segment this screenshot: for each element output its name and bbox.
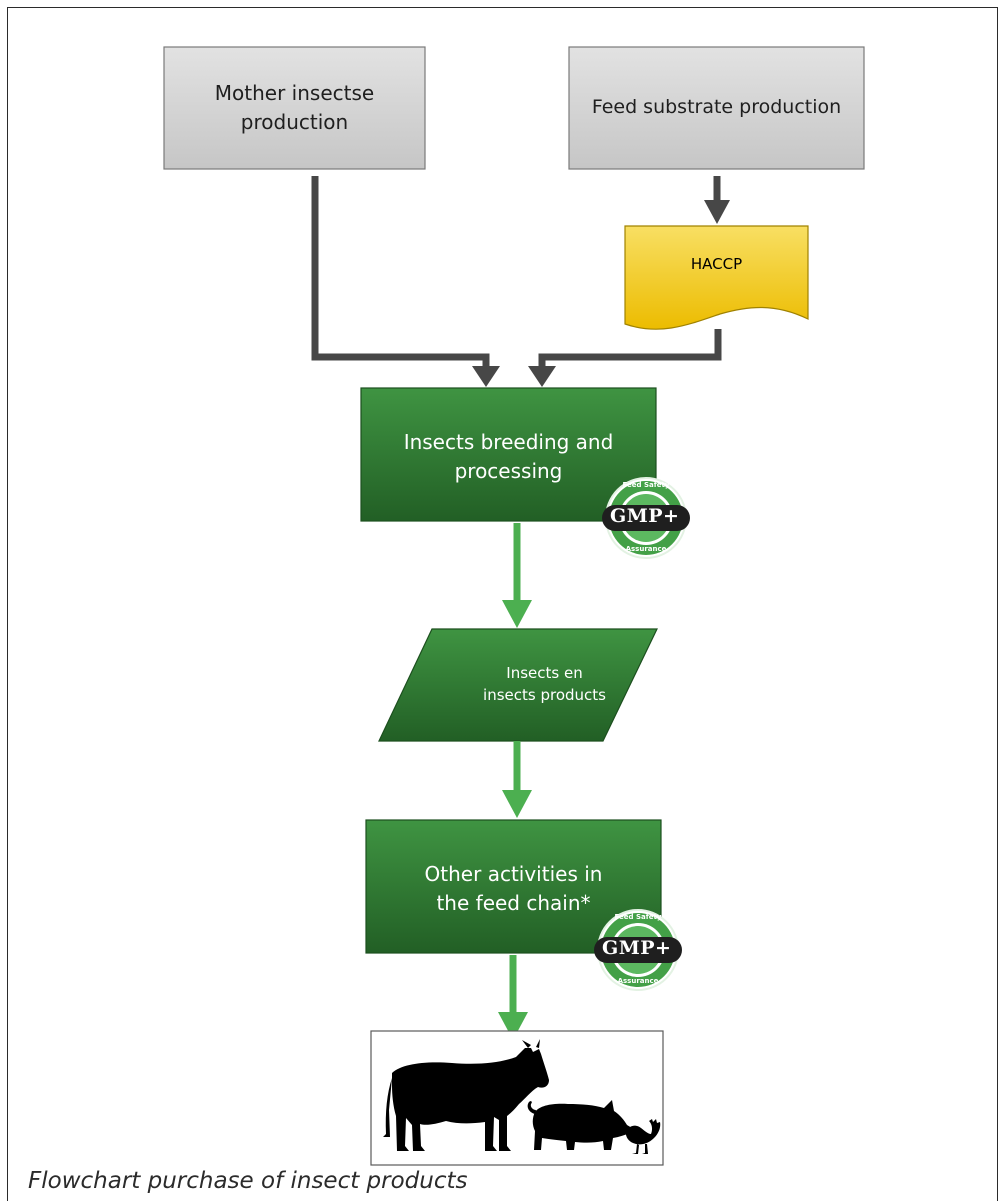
gmp-ring-bottom-breeding: Assurance: [625, 545, 667, 553]
figure-frame: [7, 7, 998, 1201]
arrowhead-mother-to-breeding: [472, 366, 500, 387]
arrowhead-products-to-other: [502, 790, 532, 818]
livestock-illustration: [383, 1039, 661, 1154]
pig-icon: [527, 1100, 632, 1150]
other-activities-label: Other activities in the feed chain*: [424, 862, 603, 915]
figure-caption: Flowchart purchase of insect products: [28, 1168, 468, 1194]
arrowhead-other-to-animals: [498, 1012, 528, 1040]
haccp-document-shape: [624, 225, 809, 330]
insect-products-label: Insects en insects products: [483, 664, 606, 704]
connector-mother-to-breeding: [311, 176, 490, 370]
mother-insects-box: [163, 46, 426, 170]
gmp-ring-bottom-other: Assurance: [617, 977, 659, 985]
gmp-badge-breeding: [602, 477, 690, 559]
arrowhead-breeding-to-products: [502, 600, 532, 628]
mother-insects-label: Mother insectse production: [214, 81, 375, 134]
insects-breeding-box: [360, 387, 657, 522]
insect-products-parallelogram: [378, 628, 658, 742]
rooster-icon: [625, 1119, 661, 1154]
other-activities-box: [365, 819, 662, 954]
gmp-badge-other: [594, 909, 682, 991]
haccp-label: HACCP: [690, 255, 743, 274]
arrowhead-haccp-to-breeding: [528, 366, 556, 387]
cow-icon: [383, 1039, 549, 1151]
connector-haccp-to-breeding: [538, 329, 722, 370]
gmp-ring-top-other: Feed Safety: [614, 913, 662, 921]
feed-substrate-label: Feed substrate production: [591, 96, 842, 119]
insects-breeding-label: Insects breeding and processing: [403, 430, 614, 483]
gmp-label-other: GMP+: [602, 937, 672, 959]
gmp-ring-top-breeding: Feed Safety: [622, 481, 670, 489]
arrowhead-feed-to-haccp: [704, 200, 730, 224]
gmp-label-breeding: GMP+: [610, 505, 680, 527]
feed-substrate-box: [568, 46, 865, 170]
